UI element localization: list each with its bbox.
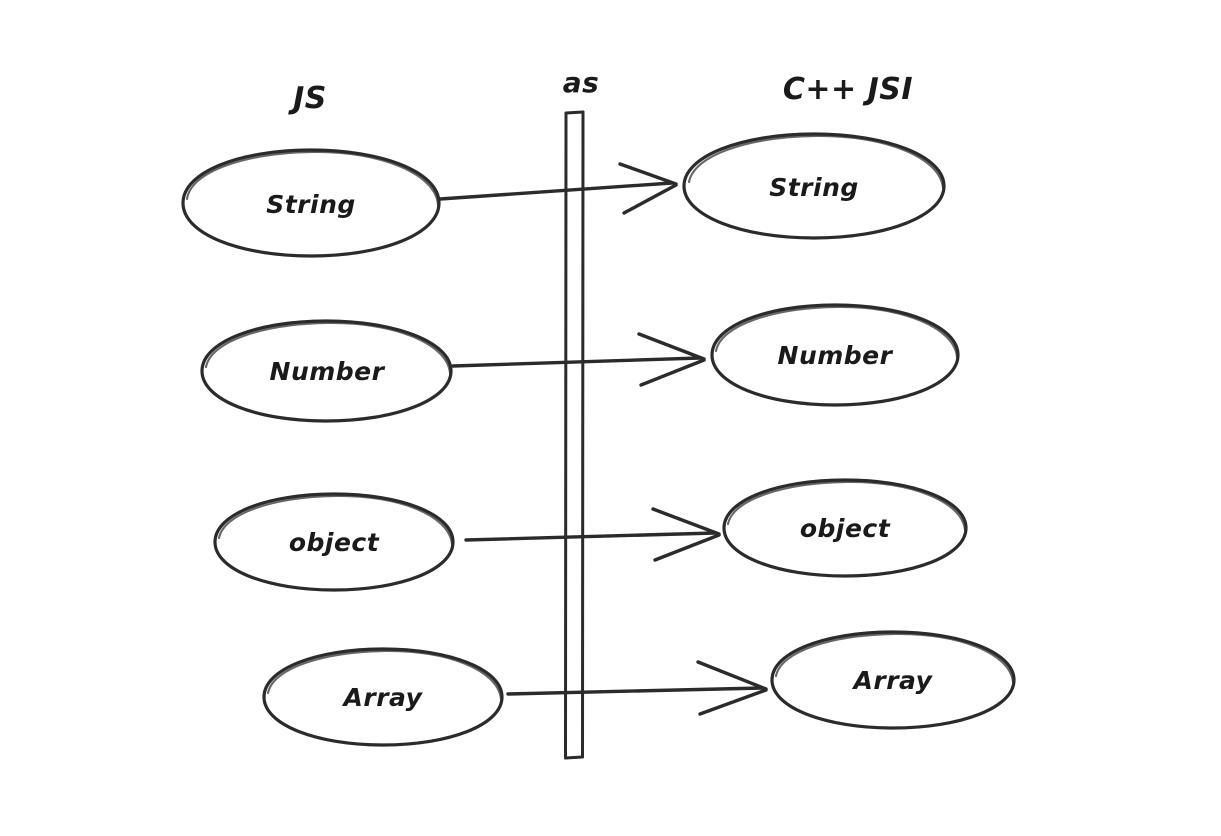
column-title-js: JS bbox=[288, 81, 327, 116]
connector-string bbox=[438, 162, 678, 215]
node-jsi-object-label: object bbox=[800, 514, 891, 543]
node-js-array[interactable]: Array bbox=[262, 647, 504, 747]
row-number: Number Number bbox=[200, 303, 960, 423]
node-jsi-array[interactable]: Array bbox=[770, 630, 1016, 730]
vertical-bar bbox=[564, 110, 585, 760]
node-jsi-array-label: Array bbox=[852, 666, 934, 695]
node-jsi-string[interactable]: String bbox=[682, 132, 946, 240]
column-title-as: as bbox=[563, 66, 600, 99]
row-string: String String bbox=[181, 132, 946, 258]
connector-number bbox=[451, 332, 706, 387]
node-jsi-object[interactable]: object bbox=[722, 478, 968, 578]
connector-array bbox=[506, 660, 768, 716]
node-js-string-label: String bbox=[266, 190, 356, 219]
column-title-cpp-jsi: C++ JSI bbox=[783, 72, 913, 107]
node-jsi-number-label: Number bbox=[778, 341, 894, 370]
node-js-number[interactable]: Number bbox=[200, 319, 453, 423]
node-js-object[interactable]: object bbox=[213, 492, 455, 592]
connector-object bbox=[464, 507, 721, 562]
node-js-string[interactable]: String bbox=[181, 148, 441, 258]
row-object: object object bbox=[213, 478, 968, 592]
node-js-number-label: Number bbox=[270, 357, 386, 386]
node-jsi-number[interactable]: Number bbox=[710, 303, 960, 407]
node-js-array-label: Array bbox=[342, 683, 424, 712]
node-jsi-string-label: String bbox=[769, 173, 859, 202]
node-js-object-label: object bbox=[289, 528, 380, 557]
row-array: Array Array bbox=[262, 630, 1016, 747]
